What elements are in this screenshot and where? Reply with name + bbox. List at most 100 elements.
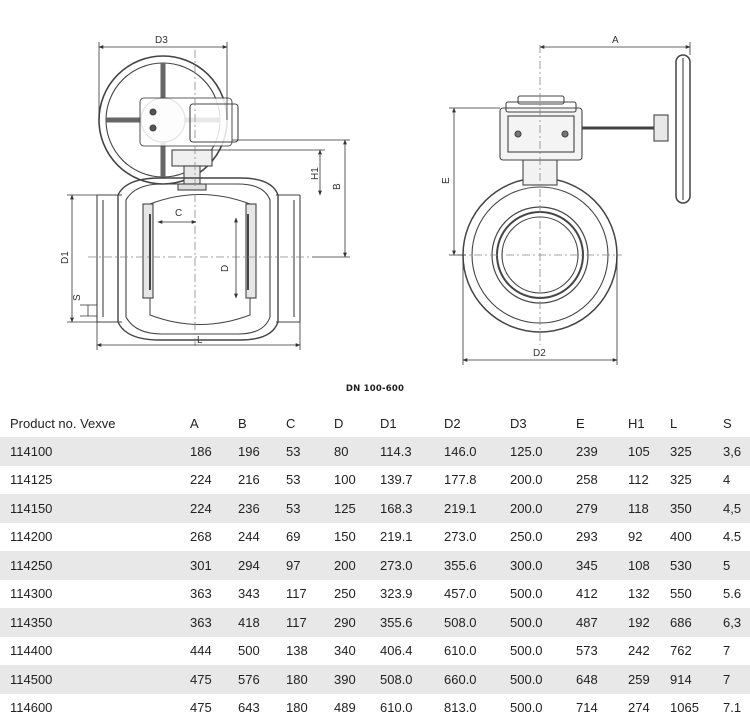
cell-h1: 259 [620,665,662,694]
cell-product-no: 114350 [0,608,182,637]
header-d: D [334,415,344,431]
cell-b: 244 [238,529,260,545]
drawing-caption: DN 100-600 [345,384,405,394]
cell-l: 400 [670,529,692,545]
cell-e: 714 [576,700,598,716]
cell-a: 301 [182,551,230,580]
dim-label-a: A [612,35,619,46]
cell-a: 186 [182,437,230,466]
cell-d1: 610.0 [380,700,413,716]
cell-product-no: 114500 [0,665,182,694]
cell-s: 4 [723,472,731,488]
cell-s: 3,6 [715,437,750,466]
handwheel-front [98,55,239,185]
dim-label-d2: D2 [533,348,546,359]
cell-d1: 355.6 [372,608,436,637]
cell-d3: 125.0 [502,437,568,466]
cell-d2: 219.1 [436,494,502,523]
cell-d3: 300.0 [502,551,568,580]
cell-l: 914 [662,665,715,694]
cell-e: 487 [568,608,620,637]
cell-d: 250 [334,586,356,602]
cell-product-no: 114400 [10,643,53,659]
cell-h1: 108 [620,551,662,580]
front-view [88,50,312,346]
cell-l: 350 [662,494,715,523]
side-dimensions [449,42,691,365]
valve-drawing-svg: D3 H1 B C D1 D S L [60,35,691,365]
cell-b: 294 [230,551,278,580]
cell-l: 530 [662,551,715,580]
cell-l: 1065 [670,700,699,716]
cell-b: 216 [238,472,260,488]
cell-a: 475 [190,700,212,716]
cell-d2: 146.0 [436,437,502,466]
dim-label-b: B [332,183,343,190]
cell-b: 343 [238,586,260,602]
side-view [458,45,691,345]
cell-d2: 457.0 [444,586,477,602]
cell-product-no: 114150 [0,494,182,523]
cell-product-no: 114125 [10,472,53,488]
cell-d3: 500.0 [502,608,568,637]
header-d2: D2 [444,415,461,431]
cell-d3: 500.0 [510,643,543,659]
cell-d: 290 [326,608,372,637]
cell-h1: 242 [628,643,650,659]
cell-c: 117 [278,608,326,637]
cell-a: 363 [190,586,212,602]
header-a: A [190,415,199,431]
cell-h1: 118 [620,494,662,523]
cell-l: 762 [670,643,692,659]
cell-d1: 406.4 [380,643,413,659]
dim-label-h1: H1 [310,167,321,180]
cell-e: 412 [576,586,598,602]
cell-s: 4,5 [715,494,750,523]
cell-d: 150 [334,529,356,545]
cell-d: 489 [334,700,356,716]
cell-d3: 500.0 [510,700,543,716]
cell-h1: 105 [620,437,662,466]
cell-e: 258 [576,472,598,488]
cell-d3: 500.0 [510,586,543,602]
dim-label-d1: D1 [60,251,71,264]
cell-d3: 500.0 [502,665,568,694]
cell-h1: 92 [628,529,643,545]
cell-c: 97 [278,551,326,580]
cell-a: 268 [190,529,212,545]
dim-label-c: C [175,208,182,219]
front-dimensions [67,42,350,350]
cell-s: 7.1 [723,700,742,716]
cell-d3: 200.0 [502,494,568,523]
header-e: E [576,415,585,431]
cell-e: 345 [568,551,620,580]
cell-a: 363 [182,608,230,637]
dim-label-d: D [220,265,231,272]
cell-product-no: 114100 [0,437,182,466]
cell-d1: 508.0 [372,665,436,694]
cell-d3: 200.0 [510,472,543,488]
cell-d1: 219.1 [380,529,413,545]
cell-product-no: 114600 [10,700,53,716]
cell-l: 686 [662,608,715,637]
dimensions-table: Product no. Vexve A B C D D1 D2 D3 E H1 … [0,409,750,722]
cell-d2: 610.0 [444,643,477,659]
cell-a: 224 [182,494,230,523]
cell-b: 500 [238,643,260,659]
cell-product-no: 114200 [10,529,53,545]
cell-d3: 250.0 [510,529,543,545]
cell-d: 100 [334,472,356,488]
cell-d: 340 [334,643,356,659]
cell-c: 117 [286,586,307,602]
cell-d1: 139.7 [380,472,413,488]
cell-c: 180 [278,665,326,694]
cell-s: 5 [715,551,750,580]
